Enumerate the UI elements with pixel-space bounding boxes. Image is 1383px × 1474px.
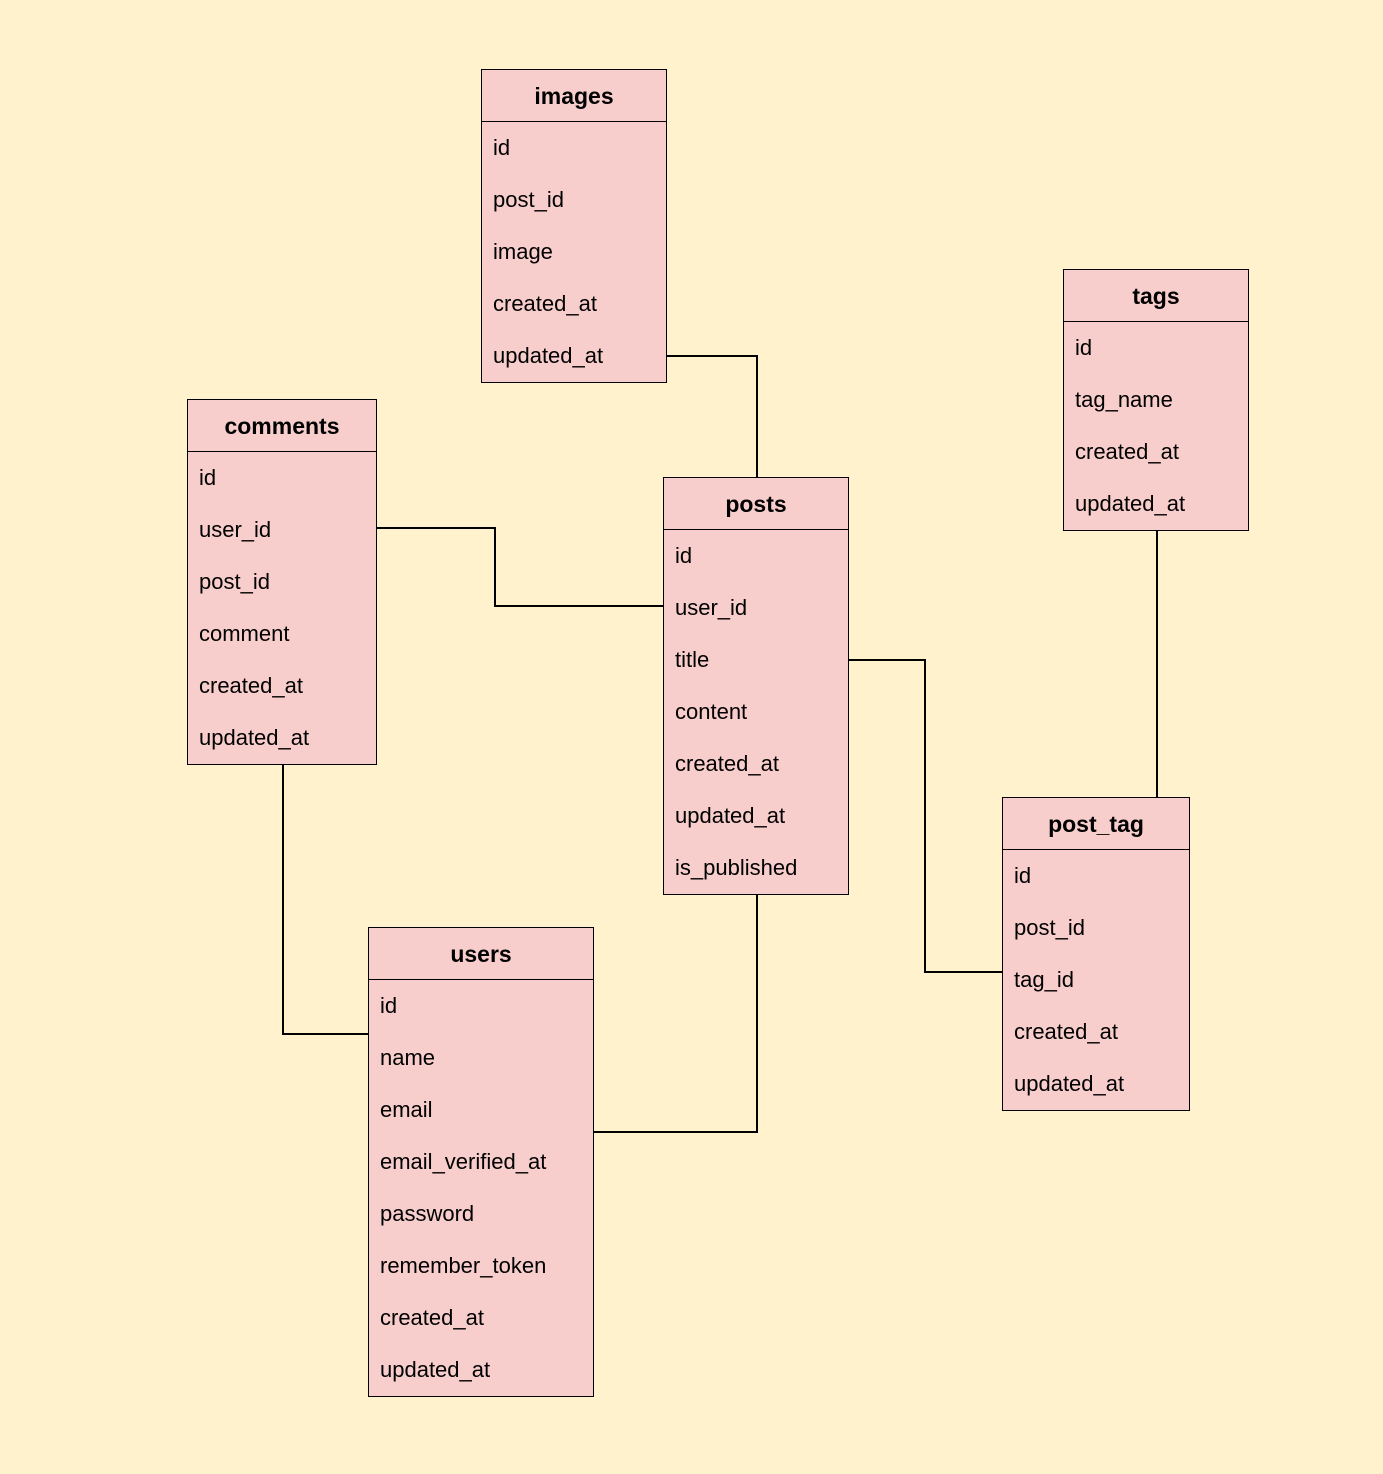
field-id: id (199, 465, 217, 490)
entity-title: comments (188, 400, 376, 452)
field-post-id: post_id (1014, 915, 1085, 940)
field-id: id (1014, 863, 1032, 888)
entity-tags: tags id tag_name created_at updated_at (1063, 269, 1249, 531)
connector-comments-posts (377, 527, 663, 607)
connector-posts-post-tag (849, 659, 1002, 973)
entity-comments: comments id user_id post_id comment crea… (187, 399, 377, 765)
field-id: id (493, 135, 511, 160)
entity-title: posts (664, 478, 848, 530)
field-id: id (380, 993, 398, 1018)
field-tag-name: tag_name (1075, 387, 1173, 412)
entity-title: tags (1064, 270, 1248, 322)
field-updated-at: updated_at (380, 1357, 491, 1382)
field-is-published: is_published (675, 855, 798, 880)
field-tag-id: tag_id (1014, 967, 1074, 992)
field-password: password (380, 1201, 475, 1226)
field-remember-token: remember_token (380, 1253, 547, 1278)
field-post-id: post_id (199, 569, 270, 594)
field-updated-at: updated_at (1075, 491, 1186, 516)
field-user-id: user_id (199, 517, 272, 542)
field-title: title (675, 647, 710, 672)
field-post-id: post_id (493, 187, 564, 212)
connector-posts-users (594, 895, 758, 1133)
field-name: name (380, 1045, 436, 1070)
field-email: email (380, 1097, 433, 1122)
field-updated-at: updated_at (493, 343, 604, 368)
entity-title: users (369, 928, 593, 980)
entity-title: post_tag (1003, 798, 1189, 850)
entity-post-tag: post_tag id post_id tag_id created_at up… (1002, 797, 1190, 1111)
field-id: id (1075, 335, 1093, 360)
field-updated-at: updated_at (675, 803, 786, 828)
field-created-at: created_at (1014, 1019, 1118, 1044)
entity-images: images id post_id image created_at updat… (481, 69, 667, 383)
entity-posts: posts id user_id title content created_a… (663, 477, 849, 895)
field-content: content (675, 699, 748, 724)
field-id: id (675, 543, 693, 568)
connector-comments-users (282, 765, 368, 1035)
field-comment: comment (199, 621, 290, 646)
field-updated-at: updated_at (1014, 1071, 1125, 1096)
entity-title: images (482, 70, 666, 122)
field-user-id: user_id (675, 595, 748, 620)
field-created-at: created_at (380, 1305, 484, 1330)
entity-users: users id name email email_verified_at pa… (368, 927, 594, 1397)
field-created-at: created_at (1075, 439, 1179, 464)
field-image: image (493, 239, 553, 264)
field-email-verified-at: email_verified_at (380, 1149, 547, 1174)
field-created-at: created_at (493, 291, 597, 316)
connector-images-posts (667, 355, 758, 478)
field-created-at: created_at (675, 751, 779, 776)
field-created-at: created_at (199, 673, 303, 698)
field-updated-at: updated_at (199, 725, 310, 750)
